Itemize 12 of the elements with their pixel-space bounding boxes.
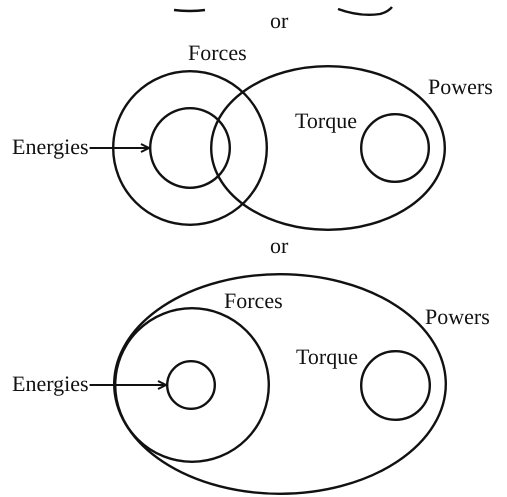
set-label: Torque [295, 110, 357, 132]
set-label: Forces [188, 42, 247, 64]
set-label: Forces [224, 290, 283, 312]
text-label: or [270, 235, 288, 257]
set-label: Powers [425, 306, 490, 328]
text-label: Energies [12, 373, 89, 395]
set-label: Torque [296, 346, 358, 368]
text-label: or [270, 10, 288, 32]
text-label: Energies [12, 136, 89, 158]
arrow [90, 143, 150, 153]
arrow [90, 380, 167, 390]
set-label: Powers [428, 76, 493, 98]
